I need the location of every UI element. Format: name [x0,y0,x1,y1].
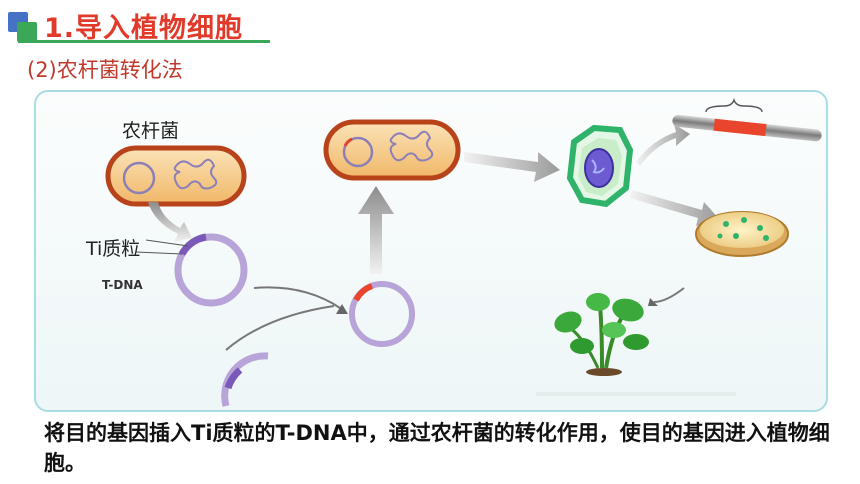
arrow-up-to-bacterium-2 [358,186,394,274]
agrobacterium-transformation-diagram [105,97,822,407]
arrow-to-recombinant-plasmid [253,286,341,309]
slide-logo-icon [8,12,38,42]
agrobacterium-cell-1 [105,145,247,207]
partial-plasmid [221,352,269,407]
plant-cell [566,124,634,208]
chromosome-dna [672,97,822,142]
caption-text: 将目的基因插入Ti质粒的T-DNA中，通过农杆菌的转化作用，使目的基因进入植物细… [44,421,830,475]
tdna-label-pointer [135,251,183,255]
arrow-to-petri-dish [630,190,720,226]
petri-dish [695,211,789,257]
arrow-to-plant-cell [464,152,560,182]
arrow-to-chromosome [636,124,690,166]
arrow-to-ti-plasmid [148,202,192,242]
label-ti-plasmid: Ti质粒 [86,238,141,260]
recombinant-plasmid [349,281,415,347]
agrobacterium-cell-2 [323,119,461,181]
slide-title: 1.导入植物细胞 [44,13,244,44]
diagram-panel: 农杆菌 Ti质粒 T-DNA [34,90,828,412]
regenerated-plant [554,293,649,376]
ti-label-pointer [145,239,189,247]
title-underline [18,40,270,43]
label-tdna: T-DNA [102,278,143,292]
slide-subtitle: (2)农杆菌转化法 [27,58,183,82]
arrow-to-plant [653,287,685,303]
label-agrobacterium: 农杆菌 [122,120,180,142]
ti-plasmid [174,233,248,307]
arrow-from-partial-plasmid [225,305,335,351]
